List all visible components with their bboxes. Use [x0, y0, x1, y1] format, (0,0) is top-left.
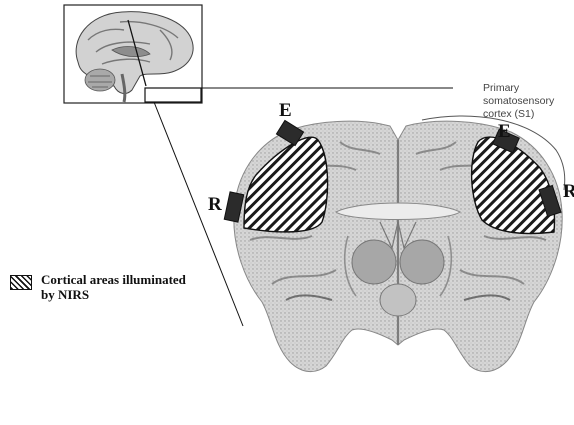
- s1-label-line2: somatosensory: [483, 95, 555, 107]
- left-emitter-label: E: [279, 100, 292, 121]
- left-receiver-label: R: [208, 194, 222, 215]
- s1-label-line1: Primary: [483, 82, 520, 94]
- right-receiver-label: R: [563, 181, 574, 202]
- legend-text: Cortical areas illuminated by NIRS: [41, 272, 231, 302]
- legend-line1: Cortical areas illuminated: [41, 272, 231, 287]
- legend-line2: by NIRS: [41, 287, 231, 302]
- hatch-swatch-icon: [10, 275, 32, 290]
- legend: Cortical areas illuminated by NIRS: [10, 272, 231, 302]
- right-emitter-label: E: [498, 121, 511, 142]
- s1-label-line3: cortex (S1): [483, 108, 534, 120]
- left-illuminated-region: [244, 137, 328, 232]
